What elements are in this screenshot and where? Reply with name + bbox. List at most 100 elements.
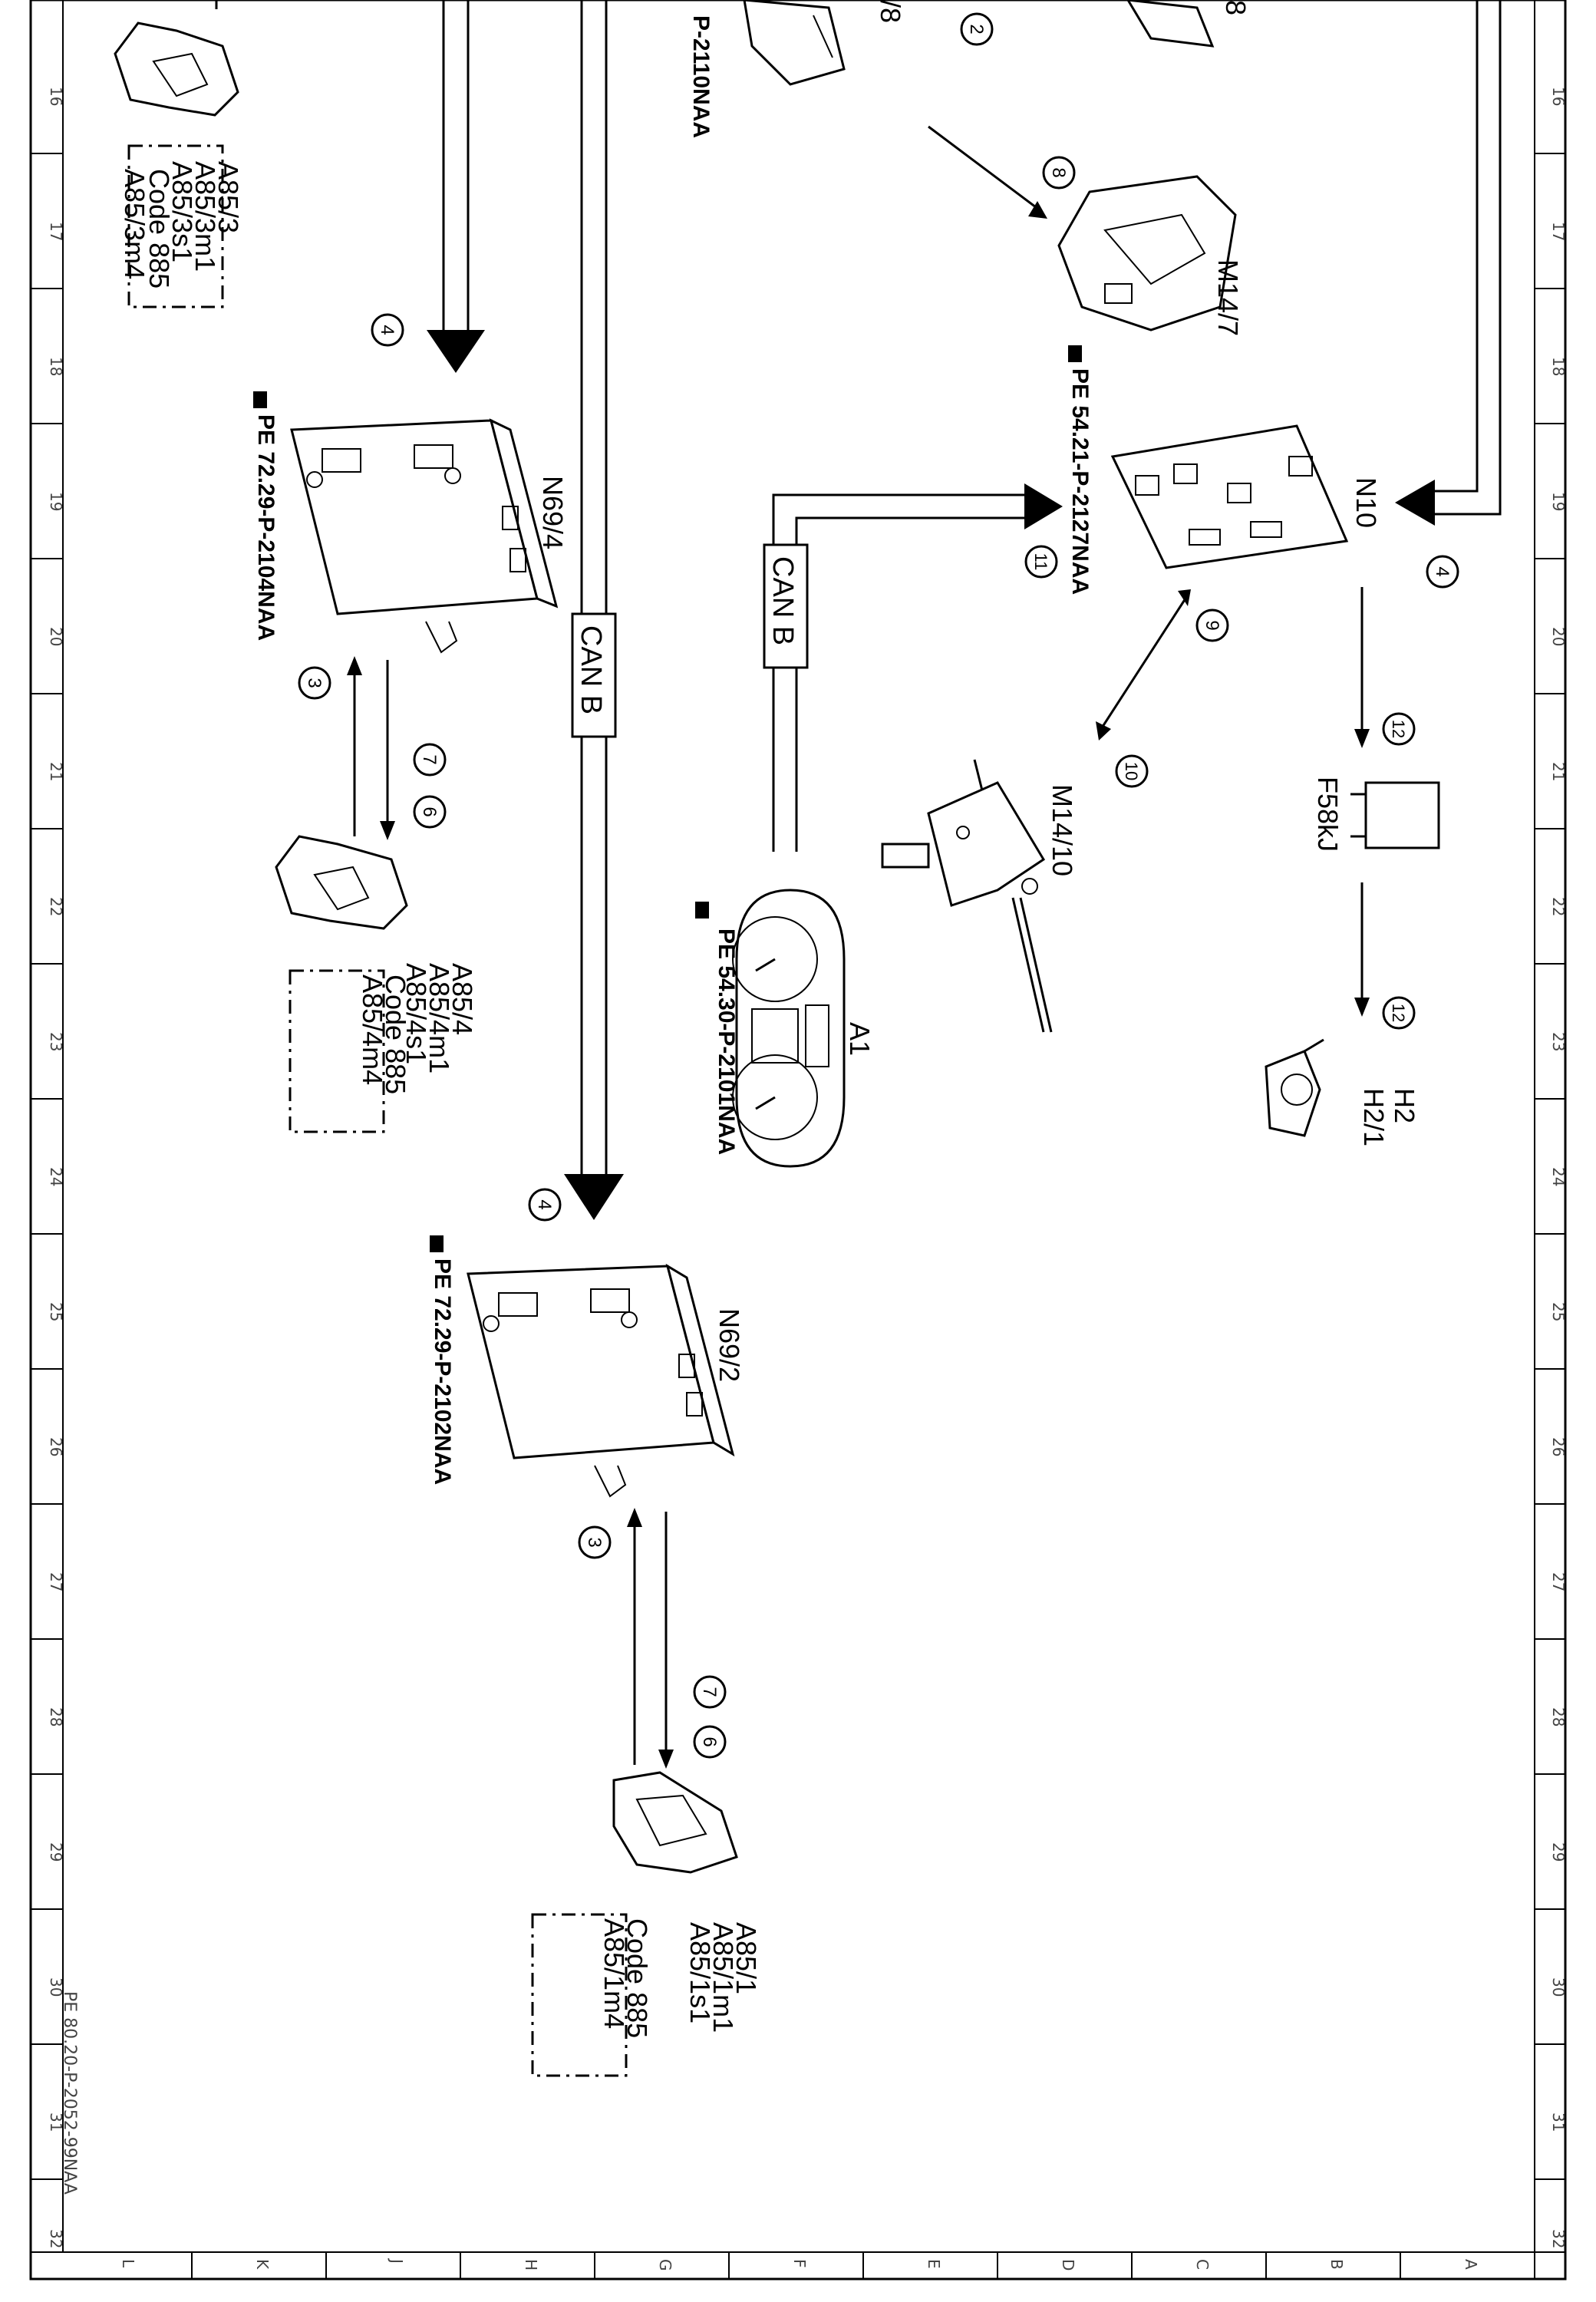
svg-text:10: 10 [1122, 762, 1141, 780]
component-label: M14/7 [1212, 259, 1244, 336]
m14-10-actuator: M14/10 [881, 759, 1078, 1033]
callout-4: 4 [371, 313, 404, 347]
callout-3: 3 [578, 1525, 612, 1559]
callout-9: 9 [1195, 608, 1229, 642]
grid-columns: L K J H G F E D C B A [119, 2257, 1480, 2271]
n69-4-control-unit: N69/4 PE 72.29-P-2104NAA [253, 391, 569, 654]
component-label: A85/3s1 [167, 161, 198, 262]
grid-column: L [119, 2259, 137, 2268]
can-b-label: CAN B [767, 556, 799, 645]
grid-row: 22 [47, 897, 65, 916]
grid-row: 23 [47, 1032, 65, 1051]
grid-row: 25 [47, 1302, 65, 1321]
callout-7: 7 [693, 1675, 727, 1709]
a1-instrument-cluster: A1 PE 54.30-P-2101NAA [695, 889, 875, 1168]
reference-label: PE 72.29-P-2102NAA [430, 1258, 455, 1485]
reference-label: PE 72.29-P-2104NAA [253, 414, 279, 641]
component-label: A1 [844, 1022, 875, 1056]
grid-row: 27 [47, 1572, 65, 1591]
callout-2: 2 [960, 12, 994, 46]
manual-reference-icon [430, 1235, 444, 1252]
grid-row: 19 [1549, 492, 1568, 511]
a85-3-lock-assembly: A85/3 A85/3m1 A85/3s1 Code 885 A85/3m4 [114, 21, 244, 308]
grid-row: 30 [1549, 1977, 1568, 1997]
svg-text:9: 9 [1202, 620, 1222, 630]
grid-row: 16 [47, 87, 65, 106]
component-label: A85/4s1 [401, 963, 432, 1064]
grid-row: 20 [47, 627, 65, 646]
grid-row: 17 [47, 222, 65, 241]
manual-reference-icon [1068, 345, 1082, 362]
f58kj-relay: F58kJ [1312, 777, 1440, 852]
grid-row: 29 [47, 1842, 65, 1862]
grid-row: 30 [47, 1977, 65, 1997]
svg-text:12: 12 [1389, 1004, 1408, 1022]
grid-row: 24 [1549, 1167, 1568, 1186]
svg-text:4: 4 [534, 1199, 555, 1209]
grid-row: 21 [1549, 762, 1568, 781]
grid-row: 31 [47, 2112, 65, 2132]
component-label: M14/10 [1047, 784, 1078, 876]
callout-12: 12 [1382, 712, 1416, 746]
component-label: H2 [1389, 1088, 1420, 1123]
callout-3: 3 [298, 666, 331, 700]
reference-label: PE 54.21-P-2127NAA [1067, 368, 1093, 595]
component-label: A85/1m4 [598, 1918, 630, 2029]
svg-text:6: 6 [419, 806, 440, 816]
top-partial-component: P-2110NAA /8 8 [688, 0, 1251, 138]
callouts: 2 8 4 4 4 3 3 7 6 7 6 9 10 11 12 12 [298, 12, 1459, 1759]
grid-row: 23 [1549, 1032, 1568, 1051]
svg-text:3: 3 [584, 1537, 605, 1547]
grid-row: 29 [1549, 1842, 1568, 1862]
component-label: F58kJ [1312, 777, 1344, 852]
grid-column: G [656, 2259, 674, 2271]
grid-row: 31 [1549, 2112, 1568, 2132]
callout-11: 11 [1024, 545, 1058, 579]
code-label: Code 885 [622, 1918, 653, 2038]
component-label: A85/1m1 [707, 1922, 739, 2033]
m14-7-actuator: M14/7 [1057, 175, 1244, 336]
manual-reference-icon [695, 902, 709, 918]
callout-6: 6 [693, 1725, 727, 1759]
component-label: A85/1 [730, 1922, 762, 1994]
svg-text:4: 4 [377, 325, 397, 335]
callout-12: 12 [1382, 996, 1416, 1030]
grid-row: 21 [47, 762, 65, 781]
component-label: A85/1s1 [684, 1922, 716, 2023]
svg-text:7: 7 [419, 754, 440, 764]
svg-text:11: 11 [1031, 553, 1050, 571]
reference-label: P-2110NAA [688, 15, 714, 138]
grid-row: 27 [1549, 1572, 1568, 1591]
code-label: Code 885 [143, 169, 175, 289]
grid-column: J [387, 2257, 406, 2264]
component-label: A85/3 [213, 161, 244, 233]
grid-column: F [790, 2259, 809, 2268]
callout-7: 7 [413, 743, 447, 777]
grid-row: 28 [47, 1707, 65, 1726]
svg-text:4: 4 [1432, 566, 1453, 576]
manual-reference-icon [253, 391, 267, 408]
grid-row: 16 [1549, 87, 1568, 106]
component-label: N69/2 [714, 1308, 745, 1382]
code-label: Code 885 [380, 975, 411, 1094]
callout-4: 4 [1426, 555, 1459, 589]
grid-column: D [1059, 2259, 1077, 2271]
svg-text:6: 6 [699, 1736, 720, 1746]
grid-column: A [1462, 2259, 1480, 2270]
component-label: N10 [1350, 477, 1382, 528]
grid-column: E [925, 2259, 943, 2269]
grid-row: 32 [1549, 2229, 1568, 2248]
can-b-bus: CAN B CAN B [427, 0, 1502, 1220]
grid-rows-left: 16 17 18 19 20 21 22 23 24 25 26 27 28 2… [47, 87, 65, 2248]
svg-text:12: 12 [1389, 720, 1408, 738]
grid-rows-right: 16 17 18 19 20 21 22 23 24 25 26 27 28 2… [1549, 87, 1568, 2248]
drawing-reference: PE 80.20-P-2052-99NAA [60, 1991, 79, 2195]
grid-row: 22 [1549, 897, 1568, 916]
grid-column: C [1193, 2259, 1212, 2270]
n10-control-unit: N10 PE 54.21-P-2127NAA [1067, 345, 1382, 595]
callout-6: 6 [413, 795, 447, 829]
component-label: A85/4 [447, 963, 478, 1035]
a85-1-lock-assembly: A85/1 A85/1m1 A85/1s1 Code 885 A85/1m4 [531, 1771, 762, 2077]
drawing-frame [29, 0, 1567, 2281]
